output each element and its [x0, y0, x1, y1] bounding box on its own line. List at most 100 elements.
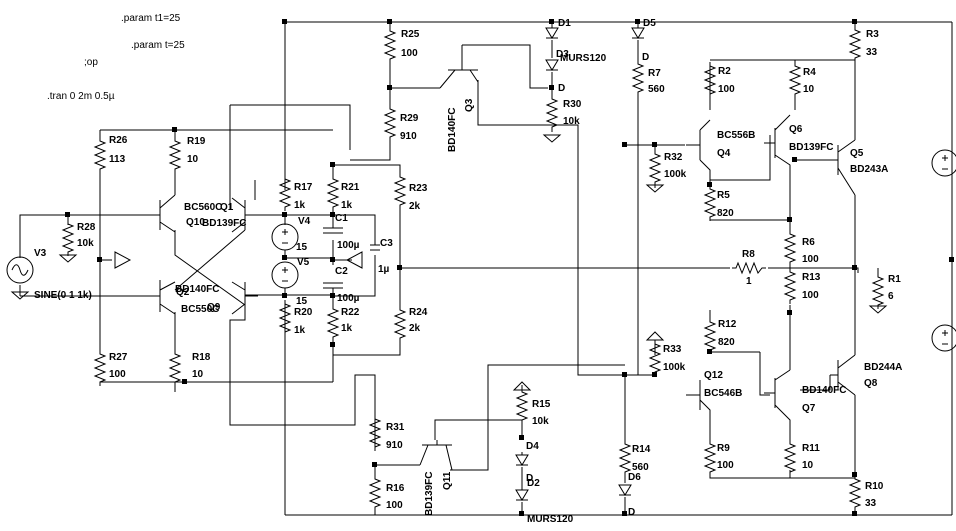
v3-source: V3 SINE(0 1 1k)	[6, 248, 92, 301]
op-directive: ;op	[84, 57, 98, 68]
r8-label: R8	[742, 249, 755, 260]
param-t1-directive: .param t1=25	[121, 13, 181, 24]
r24-label: R24	[409, 307, 428, 318]
r1-label: R1	[888, 274, 901, 285]
q8-model: BD244A	[864, 362, 902, 373]
r16-label: R16	[386, 483, 405, 494]
q7-model: BD140FC	[802, 385, 846, 396]
spice-directives: .param t1=25 .param t=25 ;op .tran 0 2m …	[47, 13, 185, 102]
d5-label: D5	[643, 18, 656, 29]
r3-label: R3	[866, 29, 879, 40]
r12-label: R12	[718, 319, 737, 330]
r17-value: 1k	[294, 200, 306, 211]
r29-label: R29	[400, 113, 419, 124]
q7-label: Q7	[802, 403, 816, 414]
r15-label: R15	[532, 399, 551, 410]
q5-label: Q5	[850, 148, 864, 159]
q3-label: Q3	[464, 98, 475, 112]
r21-label: R21	[341, 182, 360, 193]
v5-value: 15	[296, 296, 308, 307]
v3-value: SINE(0 1 1k)	[34, 290, 92, 301]
r5-value: 820	[717, 208, 734, 219]
q1-label: Q1	[220, 202, 234, 213]
q4-label: Q4	[717, 148, 731, 159]
r18-label: R18	[192, 352, 211, 363]
c3-value: 1µ	[378, 264, 390, 275]
d1-model: D	[558, 83, 565, 94]
q6-label: Q6	[789, 124, 803, 135]
r6-value: 100	[802, 254, 819, 265]
q12-label: Q12	[704, 370, 723, 381]
r9-label: R9	[717, 443, 730, 454]
r15-value: 10k	[532, 416, 549, 427]
r32-label: R32	[664, 152, 683, 163]
tran-directive: .tran 0 2m 0.5µ	[47, 91, 115, 102]
r14-value: 560	[632, 462, 649, 473]
v3-label: V3	[34, 248, 47, 259]
d4-model: D	[526, 473, 533, 484]
r23-value: 2k	[409, 201, 421, 212]
r9-value: 100	[717, 460, 734, 471]
r25-label: R25	[401, 29, 420, 40]
d3-label: D3	[556, 49, 569, 60]
r11-label: R11	[802, 443, 820, 454]
d1-label: D1	[558, 18, 571, 29]
r25-value: 100	[401, 48, 418, 59]
q9-label: Q9	[207, 302, 221, 313]
r28-label: R28	[77, 222, 96, 233]
d3-model: MURS120	[560, 53, 607, 64]
q3-model: BD140FC	[447, 108, 458, 152]
r16-value: 100	[386, 500, 403, 511]
q5-model: BD243A	[850, 164, 888, 175]
r29-value: 910	[400, 131, 417, 142]
q12-model: BC546B	[704, 388, 742, 399]
r3-value: 33	[866, 47, 878, 58]
component-labels: R26 113 R19 10 R28 10k R27 100 R18 10 BC…	[77, 18, 902, 525]
q8-label: Q8	[864, 378, 878, 389]
r10-value: 33	[865, 498, 877, 509]
r26-label: R26	[109, 135, 128, 146]
r13-value: 100	[802, 290, 819, 301]
r4-label: R4	[803, 67, 816, 78]
v5-source: V5 15	[271, 257, 310, 307]
r21-value: 1k	[341, 200, 353, 211]
r13-label: R13	[802, 272, 821, 283]
r19-label: R19	[187, 136, 206, 147]
r24-value: 2k	[409, 323, 421, 334]
r27-value: 100	[109, 369, 126, 380]
r30-value: 10k	[563, 116, 580, 127]
r23-label: R23	[409, 183, 428, 194]
r28-value: 10k	[77, 238, 94, 249]
param-t-directive: .param t=25	[131, 40, 185, 51]
d6-model: D	[628, 507, 635, 518]
r27-label: R27	[109, 352, 128, 363]
r8-value: 1	[746, 276, 752, 287]
r19-value: 10	[187, 154, 199, 165]
r33-label: R33	[663, 344, 682, 355]
r7-label: R7	[648, 68, 661, 79]
r11-value: 10	[802, 460, 814, 471]
q11-label: Q11	[442, 471, 453, 490]
r7-value: 560	[648, 84, 665, 95]
q9-model: BD140FC	[175, 284, 219, 295]
q11-model: BD139FC	[424, 472, 435, 516]
q4-model: BC556B	[717, 130, 755, 141]
d2-model: MURS120	[527, 514, 574, 525]
v4-source: V4	[271, 216, 311, 251]
wires	[19, 21, 953, 516]
q10-label: Q10	[186, 217, 205, 228]
c1-value: 100µ	[337, 240, 360, 251]
r32-value: 100k	[664, 169, 687, 180]
r20-label: R20	[294, 307, 313, 318]
r33-value: 100k	[663, 362, 686, 373]
d4-label: D4	[526, 441, 539, 452]
d2-label: D2	[527, 478, 540, 489]
transistors	[148, 45, 856, 471]
q10-model: BD139FC	[202, 218, 246, 229]
d6-label: D6	[628, 472, 641, 483]
r2-value: 100	[718, 84, 735, 95]
r2-label: R2	[718, 66, 731, 77]
r22-label: R22	[341, 307, 360, 318]
q2-model: BC550C	[181, 304, 219, 315]
grounds	[59, 134, 887, 391]
